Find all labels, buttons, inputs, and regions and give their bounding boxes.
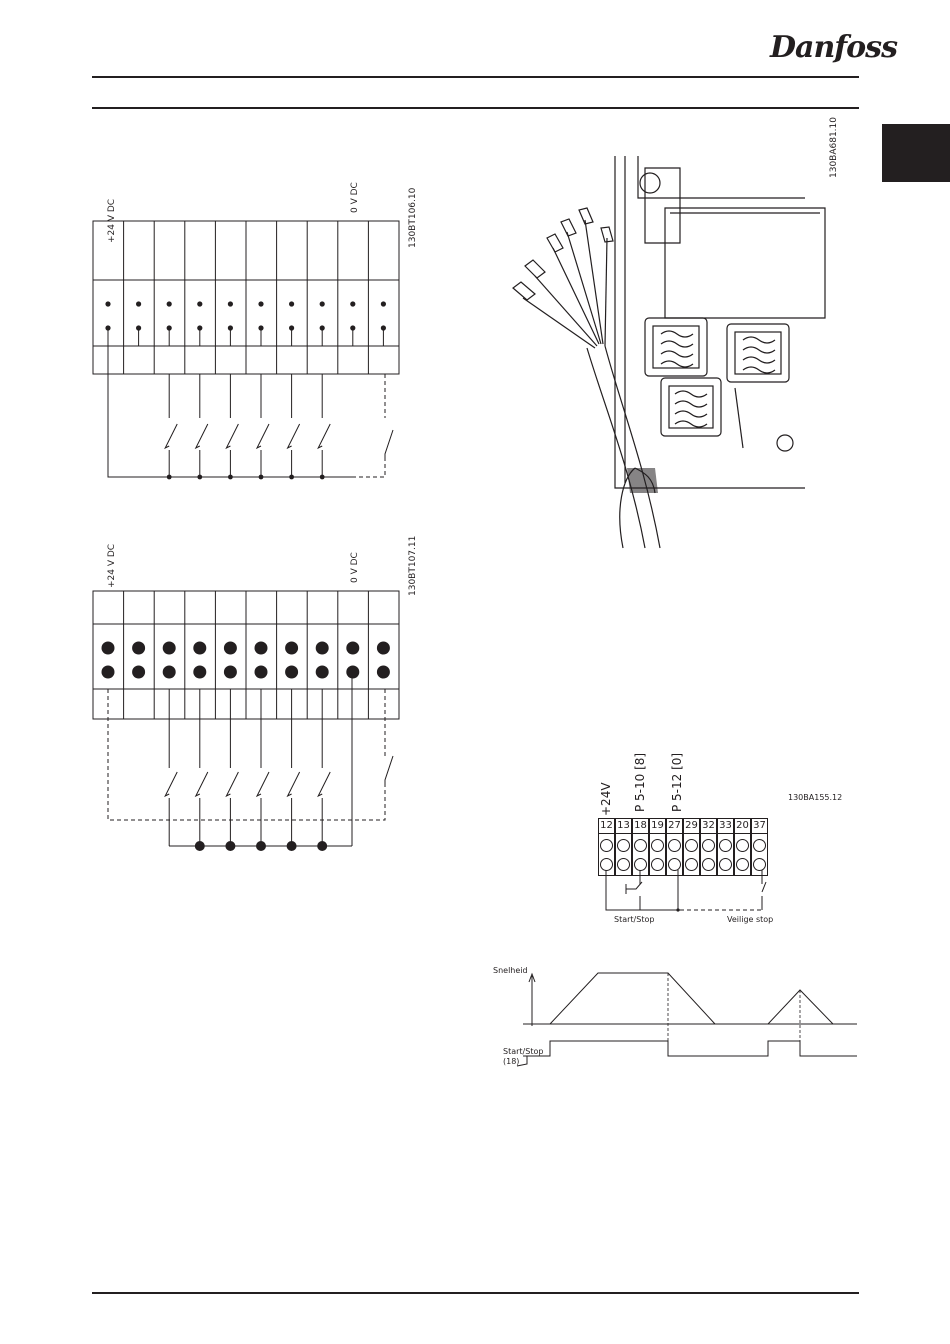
- fig4-terminal-screw: [634, 839, 647, 852]
- fig4-terminal: 37: [751, 818, 768, 876]
- fig4-terminal-screw: [753, 839, 766, 852]
- fig2-terminal-dot: [224, 642, 237, 655]
- fig1-terminal-dot: [228, 301, 233, 306]
- header-rule-top: [92, 76, 859, 78]
- fig3-code: 130BA681.10: [829, 117, 839, 178]
- fig4-label-24v: +24V: [599, 782, 613, 816]
- fig2-switch: [288, 772, 300, 796]
- fig1-terminal-dot: [136, 301, 141, 306]
- fig4-terminal-number: 19: [650, 819, 665, 834]
- fig2-terminal-dot: [224, 666, 237, 679]
- footer-rule: [92, 1292, 859, 1294]
- fig2-terminal-dot: [285, 642, 298, 655]
- fig4-terminal: 18: [632, 818, 649, 876]
- fig2-terminal-dot: [132, 642, 145, 655]
- fig2-terminal-dot: [163, 666, 176, 679]
- fig4-terminal-screw: [685, 839, 698, 852]
- fig1-switch: [288, 424, 300, 448]
- fig2-wiring-diagram: [90, 588, 410, 858]
- fig2-terminal-dot: [163, 642, 176, 655]
- fig2-terminal-dot: [255, 642, 268, 655]
- fig2-switch: [165, 772, 177, 796]
- fig1-terminal-dot: [320, 301, 325, 306]
- fig1-safe-switch: [385, 430, 393, 458]
- fig2-terminal-dot: [255, 666, 268, 679]
- fig2-terminal-dot: [377, 642, 390, 655]
- fig4-terminal: 20: [734, 818, 751, 876]
- fig4-terminal: 12: [598, 818, 615, 876]
- fig1-terminal-dot: [105, 301, 110, 306]
- fig1-terminal-dot: [289, 301, 294, 306]
- fig1-switch: [257, 424, 269, 448]
- fig1-switch: [165, 424, 177, 448]
- fig2-label-0vdc: 0 V DC: [350, 552, 360, 583]
- fig1-switch: [318, 424, 330, 448]
- fig4-terminal-number: 32: [701, 819, 716, 834]
- fig4-terminal-number: 27: [667, 819, 682, 834]
- fig2-terminal-dot: [193, 642, 206, 655]
- fig2-terminal-dot: [193, 666, 206, 679]
- fig2-terminal-dot: [102, 642, 115, 655]
- fig2-safe-switch: [385, 756, 393, 784]
- fig2-label-24vdc: +24 V DC: [107, 544, 117, 588]
- fig2-terminal-dot: [132, 666, 145, 679]
- fig4-terminal: 19: [649, 818, 666, 876]
- fig2-terminal-dot: [346, 642, 359, 655]
- fig4-terminal: 32: [700, 818, 717, 876]
- fig4-terminal-number: 18: [633, 819, 648, 834]
- fig1-terminal-dot: [167, 301, 172, 306]
- fig4-terminal-screw: [736, 839, 749, 852]
- fig1-terminal-dot: [258, 301, 263, 306]
- header-rule-bottom: [92, 107, 859, 109]
- fig4-label-p510: P 5-10 [8]: [633, 753, 647, 812]
- fig4-terminal-screw: [668, 839, 681, 852]
- fig4-label-p512: P 5-12 [0]: [670, 753, 684, 812]
- fig4-code: 130BA155.12: [788, 793, 842, 802]
- fig4-terminal-screw: [651, 839, 664, 852]
- fig2-terminal-dot: [316, 666, 329, 679]
- fig4-terminal: 33: [717, 818, 734, 876]
- fig4-terminal: 29: [683, 818, 700, 876]
- fig2-switch: [226, 772, 238, 796]
- fig3-cable-clamp-illustration: [495, 148, 815, 548]
- chapter-tab: [882, 124, 950, 182]
- fig2-terminal-dot: [316, 642, 329, 655]
- fig4-terminal-number: 37: [752, 819, 767, 834]
- fig4-terminal: 13: [615, 818, 632, 876]
- fig2-switch: [196, 772, 208, 796]
- fig1-terminal-dot: [381, 301, 386, 306]
- fig4-terminal: 27: [666, 818, 683, 876]
- fig2-terminal-dot: [377, 666, 390, 679]
- fig4-terminal-number: 12: [599, 819, 614, 834]
- fig1-dashed-return: [352, 458, 385, 477]
- fig1-label-0vdc: 0 V DC: [350, 182, 360, 213]
- fig1-switch: [226, 424, 238, 448]
- fig5-timing-diagram: [495, 968, 875, 1078]
- fig4-terminal-screw: [600, 839, 613, 852]
- fig2-code: 130BT107.11: [408, 536, 418, 596]
- fig4-terminal-number: 20: [735, 819, 750, 834]
- fig2-terminal-dot: [285, 666, 298, 679]
- fig4-terminal-screw: [719, 839, 732, 852]
- fig4-terminal-number: 29: [684, 819, 699, 834]
- fig4-label-safe-stop: Veilige stop: [727, 915, 773, 924]
- fig2-terminal-dot: [102, 666, 115, 679]
- fig4-label-start-stop: Start/Stop: [614, 915, 654, 924]
- danfoss-logo: Danfoss: [770, 30, 897, 65]
- fig4-terminal-number: 33: [718, 819, 733, 834]
- fig1-terminal-dot: [197, 301, 202, 306]
- fig1-switch: [196, 424, 208, 448]
- fig4-terminal-screw: [702, 839, 715, 852]
- fig1-wiring-diagram: [90, 218, 410, 488]
- fig1-terminal-dot: [350, 301, 355, 306]
- fig2-switch: [318, 772, 330, 796]
- fig4-terminal-number: 13: [616, 819, 631, 834]
- fig4-terminal-screw: [617, 839, 630, 852]
- fig2-terminal-dot: [346, 666, 359, 679]
- fig2-switch: [257, 772, 269, 796]
